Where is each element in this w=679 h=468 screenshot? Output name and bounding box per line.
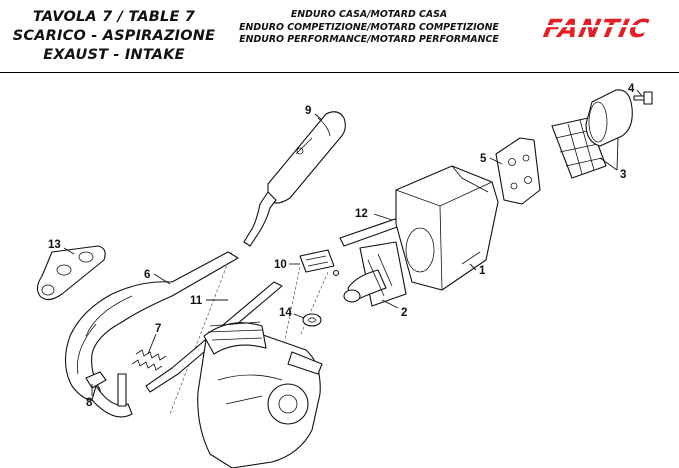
screw-part [332, 269, 340, 277]
gasket-part [36, 245, 106, 301]
page-header: TAVOLA 7 / TABLE 7 SCARICO - ASPIRAZIONE… [0, 0, 679, 73]
callout-11: 11 [190, 295, 203, 307]
flange-plate-part [495, 137, 541, 205]
callout-7: 7 [155, 323, 161, 335]
assembly-line [169, 251, 233, 415]
expansion-chamber-part [64, 251, 239, 418]
callout-2: 2 [401, 307, 407, 319]
callout-12: 12 [355, 208, 368, 220]
bracket-part [85, 371, 127, 407]
model-list: ENDURO CASA/MOTARD CASA ENDURO COMPETIZI… [230, 9, 508, 47]
assembly-line [299, 271, 329, 337]
title-line-table: TAVOLA 7 / TABLE 7 [32, 9, 196, 25]
assembly-line [284, 266, 301, 340]
reed-valve-part [299, 249, 335, 273]
callout-9: 9 [305, 105, 311, 117]
exploded-diagram: 1 2 3 4 5 6 7 8 9 10 11 12 13 14 [36, 83, 653, 468]
model-line-competizione: ENDURO COMPETIZIONE/MOTARD COMPETIZIONE [239, 21, 499, 33]
title-line-english: EXAUST - INTAKE [43, 47, 185, 63]
leader-lines [63, 89, 643, 396]
table-title: TAVOLA 7 / TABLE 7 SCARICO - ASPIRAZIONE… [0, 0, 228, 65]
silencer-part [243, 111, 346, 247]
callout-1: 1 [479, 265, 486, 277]
callout-8: 8 [86, 397, 93, 409]
callout-3: 3 [620, 169, 626, 181]
callout-6: 6 [144, 269, 150, 281]
spring-part [131, 349, 167, 371]
air-filter-part [551, 89, 633, 179]
fantic-logo: FANTIC [532, 14, 666, 42]
bolt-part [633, 91, 653, 105]
callout-10: 10 [274, 259, 287, 271]
model-line-performance: ENDURO PERFORMANCE/MOTARD PERFORMANCE [239, 34, 499, 45]
callout-5: 5 [480, 153, 487, 165]
airbox-part [395, 165, 499, 291]
svg-text:FANTIC: FANTIC [541, 14, 652, 42]
callout-4: 4 [628, 83, 635, 95]
engine-block [197, 321, 323, 468]
intake-manifold-part [343, 241, 407, 307]
callout-14: 14 [279, 307, 292, 319]
callout-13: 13 [48, 239, 61, 251]
washer-part [302, 313, 322, 327]
title-line-italian: SCARICO - ASPIRAZIONE [12, 28, 216, 44]
model-line-casa: ENDURO CASA/MOTARD CASA [290, 9, 448, 20]
